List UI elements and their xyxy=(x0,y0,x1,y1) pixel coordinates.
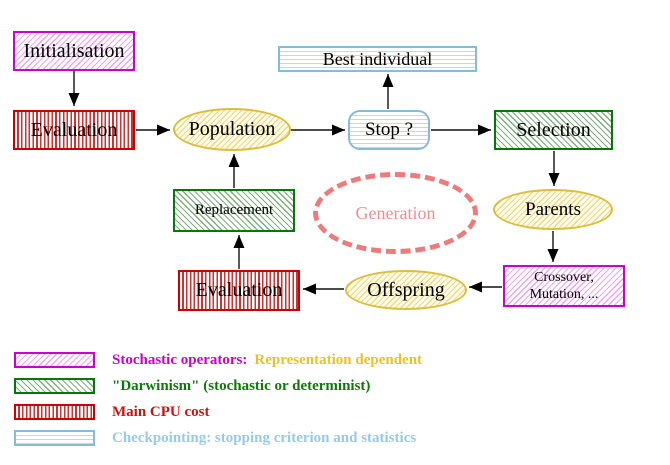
node-stop-label: Stop ? xyxy=(364,119,414,140)
node-crossover-line1: Crossover, xyxy=(534,269,594,285)
node-best-individual-label: Best individual xyxy=(322,48,433,69)
node-evaluation-top: Evaluation xyxy=(13,110,135,150)
legend-label-cpu-cost: Main CPU cost xyxy=(112,404,210,420)
node-crossover-mutation: Crossover, Mutation, ... xyxy=(503,265,625,307)
node-evaluation-bottom-label: Evaluation xyxy=(195,279,283,301)
node-crossover-line2: Mutation, ... xyxy=(529,287,599,302)
legend-swatch-darwinism xyxy=(14,378,95,394)
node-generation: Generation xyxy=(313,172,478,254)
node-evaluation-bottom: Evaluation xyxy=(178,270,300,311)
legend-label-checkpointing: Checkpointing: stopping criterion and st… xyxy=(112,430,417,446)
node-population: Population xyxy=(173,108,291,151)
legend-row-stochastic-operators: Stochastic operators: Representation depe… xyxy=(112,351,422,369)
legend-swatch-cpu-cost xyxy=(14,404,95,420)
node-generation-label: Generation xyxy=(355,202,436,223)
node-best-individual: Best individual xyxy=(278,46,477,72)
node-offspring-label: Offspring xyxy=(367,278,445,301)
node-stop: Stop ? xyxy=(348,110,430,150)
node-replacement-label: Replacement xyxy=(194,202,274,218)
node-parents-label: Parents xyxy=(525,198,581,220)
legend-swatch-stochastic-operators xyxy=(14,352,95,368)
node-offspring: Offspring xyxy=(345,270,467,310)
node-parents: Parents xyxy=(493,189,613,230)
node-replacement: Replacement xyxy=(173,189,295,232)
node-evaluation-top-label: Evaluation xyxy=(30,118,118,141)
legend-swatch-checkpointing xyxy=(14,430,95,446)
legend-label-darwinism: "Darwinism" (stochastic or determinist) xyxy=(112,378,371,394)
legend-label-stochastic-operators: Stochastic operators: xyxy=(112,352,248,368)
node-population-label: Population xyxy=(188,118,276,140)
node-selection-label: Selection xyxy=(516,118,591,141)
legend-detail-representation-dependent: Representation dependent xyxy=(254,352,423,368)
node-initialisation: Initialisation xyxy=(13,31,135,71)
node-initialisation-label: Initialisation xyxy=(23,39,125,62)
node-selection: Selection xyxy=(494,110,613,150)
